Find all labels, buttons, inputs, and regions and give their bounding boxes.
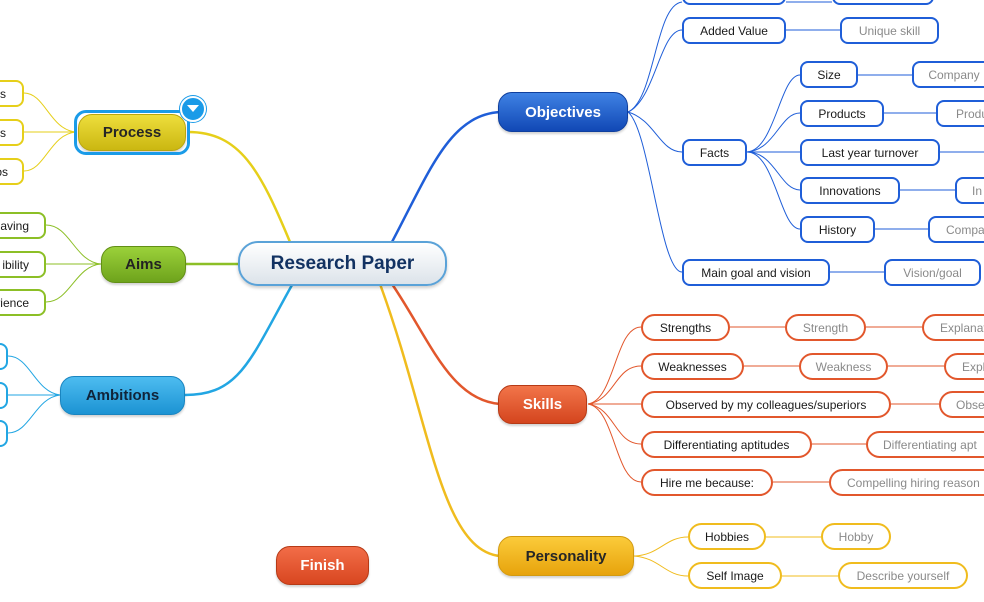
- root-topic-research-paper[interactable]: Research Paper: [238, 241, 447, 286]
- subtopic-vision-goal[interactable]: Vision/goal: [884, 259, 981, 286]
- subtopic-history-detail[interactable]: Compa: [928, 216, 984, 243]
- subtopic-observed-detail[interactable]: Obse: [939, 391, 984, 418]
- subtopic-strengths[interactable]: Strengths: [641, 314, 730, 341]
- process-child-3[interactable]: os: [0, 158, 24, 185]
- aims-child-2[interactable]: ibility: [0, 251, 46, 278]
- subtopic-weakness[interactable]: Weakness: [799, 353, 888, 380]
- subtopic-last-year-turnover[interactable]: Last year turnover: [800, 139, 940, 166]
- ambitions-child-1[interactable]: [0, 343, 8, 370]
- main-topic-process[interactable]: Process: [78, 114, 186, 151]
- subtopic-added-value[interactable]: Added Value: [682, 17, 786, 44]
- ambitions-child-3[interactable]: [0, 420, 8, 447]
- main-topic-aims[interactable]: Aims: [101, 246, 186, 283]
- process-child-2[interactable]: s: [0, 119, 24, 146]
- objectives-top-partial-node-2[interactable]: [832, 0, 934, 5]
- selection-frame: [74, 110, 190, 155]
- main-topic-personality[interactable]: Personality: [498, 536, 634, 576]
- subtopic-self-image[interactable]: Self Image: [688, 562, 782, 589]
- subtopic-facts[interactable]: Facts: [682, 139, 747, 166]
- subtopic-weaknesses[interactable]: Weaknesses: [641, 353, 744, 380]
- subtopic-innovations-detail[interactable]: In: [955, 177, 984, 204]
- subtopic-differentiating-aptitudes[interactable]: Differentiating aptitudes: [641, 431, 812, 458]
- collapse-toggle-icon[interactable]: [180, 96, 206, 122]
- subtopic-weakness-explanation[interactable]: Expl: [944, 353, 984, 380]
- subtopic-differentiating-apt-detail[interactable]: Differentiating apt: [866, 431, 984, 458]
- main-topic-finish[interactable]: Finish: [276, 546, 369, 585]
- subtopic-products-detail[interactable]: Produ: [936, 100, 984, 127]
- subtopic-hobbies[interactable]: Hobbies: [688, 523, 766, 550]
- subtopic-strength[interactable]: Strength: [785, 314, 866, 341]
- subtopic-strength-explanation[interactable]: Explanat: [922, 314, 984, 341]
- ambitions-child-2[interactable]: [0, 382, 8, 409]
- subtopic-unique-skill[interactable]: Unique skill: [840, 17, 939, 44]
- subtopic-company[interactable]: Company: [912, 61, 984, 88]
- subtopic-hire-me-because[interactable]: Hire me because:: [641, 469, 773, 496]
- objectives-top-partial-node[interactable]: [682, 0, 786, 5]
- subtopic-describe-yourself[interactable]: Describe yourself: [838, 562, 968, 589]
- subtopic-products[interactable]: Products: [800, 100, 884, 127]
- main-topic-objectives[interactable]: Objectives: [498, 92, 628, 132]
- process-child-1[interactable]: s: [0, 80, 24, 107]
- main-topic-skills[interactable]: Skills: [498, 385, 587, 424]
- subtopic-innovations[interactable]: Innovations: [800, 177, 900, 204]
- subtopic-main-goal-vision[interactable]: Main goal and vision: [682, 259, 830, 286]
- subtopic-size[interactable]: Size: [800, 61, 858, 88]
- subtopic-observed-by-colleagues[interactable]: Observed by my colleagues/superiors: [641, 391, 891, 418]
- aims-child-3[interactable]: rience: [0, 289, 46, 316]
- subtopic-history[interactable]: History: [800, 216, 875, 243]
- subtopic-hobby[interactable]: Hobby: [821, 523, 891, 550]
- subtopic-compelling-hiring-reason[interactable]: Compelling hiring reason: [829, 469, 984, 496]
- aims-child-1[interactable]: aving: [0, 212, 46, 239]
- main-topic-ambitions[interactable]: Ambitions: [60, 376, 185, 415]
